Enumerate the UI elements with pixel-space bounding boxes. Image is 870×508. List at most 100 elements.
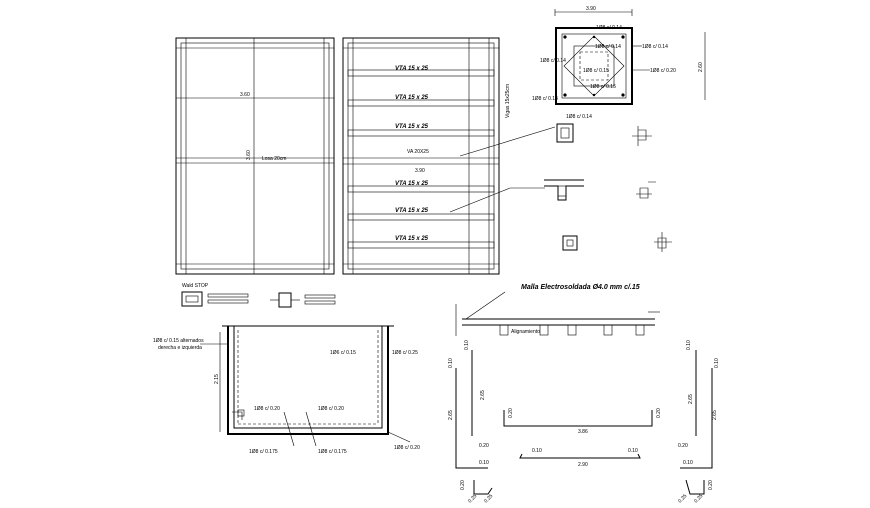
- beam-section-label: VA 20X25: [407, 149, 429, 155]
- waterstop-profile: [181, 291, 203, 307]
- svg-text:0.25: 0.25: [483, 493, 494, 504]
- rebar-label: 1Ø8 c/ 0.20: [318, 406, 344, 412]
- slab-thickness-label: Losa 20cm: [262, 156, 286, 162]
- svg-text:0.25: 0.25: [467, 493, 478, 504]
- svg-text:2.65: 2.65: [688, 394, 694, 404]
- beam-strip: [347, 185, 495, 193]
- rebar-symbol: [632, 126, 652, 146]
- svg-text:0.10: 0.10: [686, 340, 692, 350]
- slab-plan: 3.60 3.60 Losa 20cm: [175, 37, 335, 275]
- rebar-label: 1Ø8 c/ 0.14: [532, 96, 558, 102]
- svg-text:0.10: 0.10: [714, 358, 720, 368]
- svg-text:0.10: 0.10: [683, 460, 693, 466]
- beam-label: VTA 15 x 25: [395, 66, 429, 72]
- bar-bending-schedule: 0.10 2.65 0.20 0.10 0.10 2.65 0.20 0.20 …: [448, 340, 720, 504]
- column-section: 3.90 2.60 1Ø8 c/ 0.14 1Ø8 c/ 0.14 1Ø8 c/…: [532, 6, 706, 120]
- svg-text:0.10: 0.10: [479, 460, 489, 466]
- rebar-label: 1Ø8 c/ 0.25: [392, 350, 418, 356]
- rib: [603, 324, 613, 336]
- slab-inner-outline: [180, 42, 330, 270]
- beam-strip: [347, 99, 495, 107]
- beam-label: VTA 15 x 25: [395, 236, 429, 242]
- rebar-symbol: [654, 232, 672, 252]
- rebar-label: 1Ø8 c/ 0.14: [540, 58, 566, 64]
- flat-bar: [519, 453, 641, 459]
- svg-text:0.10: 0.10: [628, 448, 638, 454]
- beam-label: VTA 15 x 25: [395, 95, 429, 101]
- svg-text:0.20: 0.20: [479, 443, 489, 449]
- beam-plan: VTA 15 x 25 VTA 15 x 25 VTA 15 x 25 VTA …: [342, 37, 556, 275]
- hook-bar-left: [473, 480, 493, 495]
- svg-text:0.20: 0.20: [656, 408, 662, 418]
- hook-bar-right: [685, 479, 705, 495]
- mesh-title: Malla Electrosoldada Ø4.0 mm c/.15: [521, 284, 640, 291]
- svg-text:2.65: 2.65: [712, 410, 718, 420]
- svg-text:2.90: 2.90: [578, 462, 588, 468]
- leader-line: [465, 291, 506, 320]
- svg-text:2.65: 2.65: [448, 410, 454, 420]
- svg-text:0.20: 0.20: [678, 443, 688, 449]
- beam-label: VTA 15 x 25: [395, 208, 429, 214]
- rebar-label: 1Ø8 c/ 0.14: [642, 44, 668, 50]
- wall-section: 1Ø8 c/ 0.15 alternados derecha e izquier…: [153, 325, 420, 455]
- detail-symbols: [544, 123, 672, 252]
- beam-label: VTA 15 x 25: [395, 124, 429, 130]
- bent-bar-right: [680, 368, 713, 469]
- rebar-symbol: [636, 181, 656, 199]
- svg-text:0.25: 0.25: [693, 493, 704, 504]
- u-bar: [503, 410, 653, 427]
- column-box-detail: [562, 235, 578, 251]
- beam-strip: [347, 69, 495, 77]
- beam-strip: [347, 241, 495, 249]
- wall-note: derecha e izquierda: [158, 345, 202, 351]
- beam-label: VTA 15 x 25: [395, 181, 429, 187]
- tank-outline: [227, 326, 389, 435]
- tank-inner-outline: [233, 326, 383, 429]
- rebar-label: 1Ø6 c/ 0.15: [330, 350, 356, 356]
- leader-line: [459, 126, 556, 157]
- rebar-label: 1Ø8 c/ 0.14: [566, 114, 592, 120]
- slab-height-label: 3.60: [246, 150, 252, 160]
- svg-text:0.10: 0.10: [532, 448, 542, 454]
- svg-text:0.20: 0.20: [508, 408, 514, 418]
- wall-height-label: 2.15: [214, 374, 220, 384]
- svg-text:0.25: 0.25: [677, 493, 688, 504]
- rebar-label: 1Ø8 c/ 0.15: [590, 84, 616, 90]
- rebar-label: 1Ø8 c/ 0.175: [318, 449, 347, 455]
- rebar-label: 1Ø8 c/ 0.14: [596, 25, 622, 31]
- beam-strip: [347, 213, 495, 221]
- beam-strip: [347, 129, 495, 137]
- beam-side-label: Vigas 15x25cm: [505, 84, 511, 118]
- column-outline: [555, 27, 633, 105]
- rebar-label: 1Ø8 c/ 0.20: [254, 406, 280, 412]
- column-width-label: 3.90: [586, 6, 596, 12]
- column-height-label: 2.60: [698, 62, 704, 72]
- svg-text:0.10: 0.10: [448, 358, 454, 368]
- rebar-label: 1Ø8 c/ 0.15: [583, 68, 609, 74]
- svg-text:2.65: 2.65: [480, 390, 486, 400]
- rib: [539, 324, 549, 336]
- waterstop-title: Wald STOP: [182, 283, 209, 289]
- wall-note: 1Ø8 c/ 0.15 alternados: [153, 338, 204, 344]
- svg-text:0.20: 0.20: [708, 480, 714, 490]
- rebar-label: 1Ø8 c/ 0.20: [394, 445, 420, 451]
- leader-line: [449, 187, 511, 213]
- beam-plan-outline: [342, 37, 500, 275]
- svg-text:0.20: 0.20: [460, 480, 466, 490]
- mesh-sub-label: Alignamiento: [511, 329, 540, 335]
- rib: [499, 324, 509, 336]
- rebar-label: 1Ø8 c/ 0.175: [249, 449, 278, 455]
- bent-bar-left: [455, 368, 488, 469]
- waterstop-detail: Wald STOP: [181, 283, 336, 308]
- mesh-detail: Malla Electrosoldada Ø4.0 mm c/.15 Align…: [455, 284, 660, 336]
- beam-tee-detail: [544, 179, 584, 201]
- rebar-label: 1Ø8 c/ 0.20: [650, 68, 676, 74]
- rebar-label: 1Ø8 c/ 0.14: [595, 44, 621, 50]
- slab-span-label: 3.60: [240, 92, 250, 98]
- detail-box: [556, 123, 574, 143]
- rib: [635, 324, 645, 336]
- svg-text:3.86: 3.86: [578, 429, 588, 435]
- svg-text:0.10: 0.10: [464, 340, 470, 350]
